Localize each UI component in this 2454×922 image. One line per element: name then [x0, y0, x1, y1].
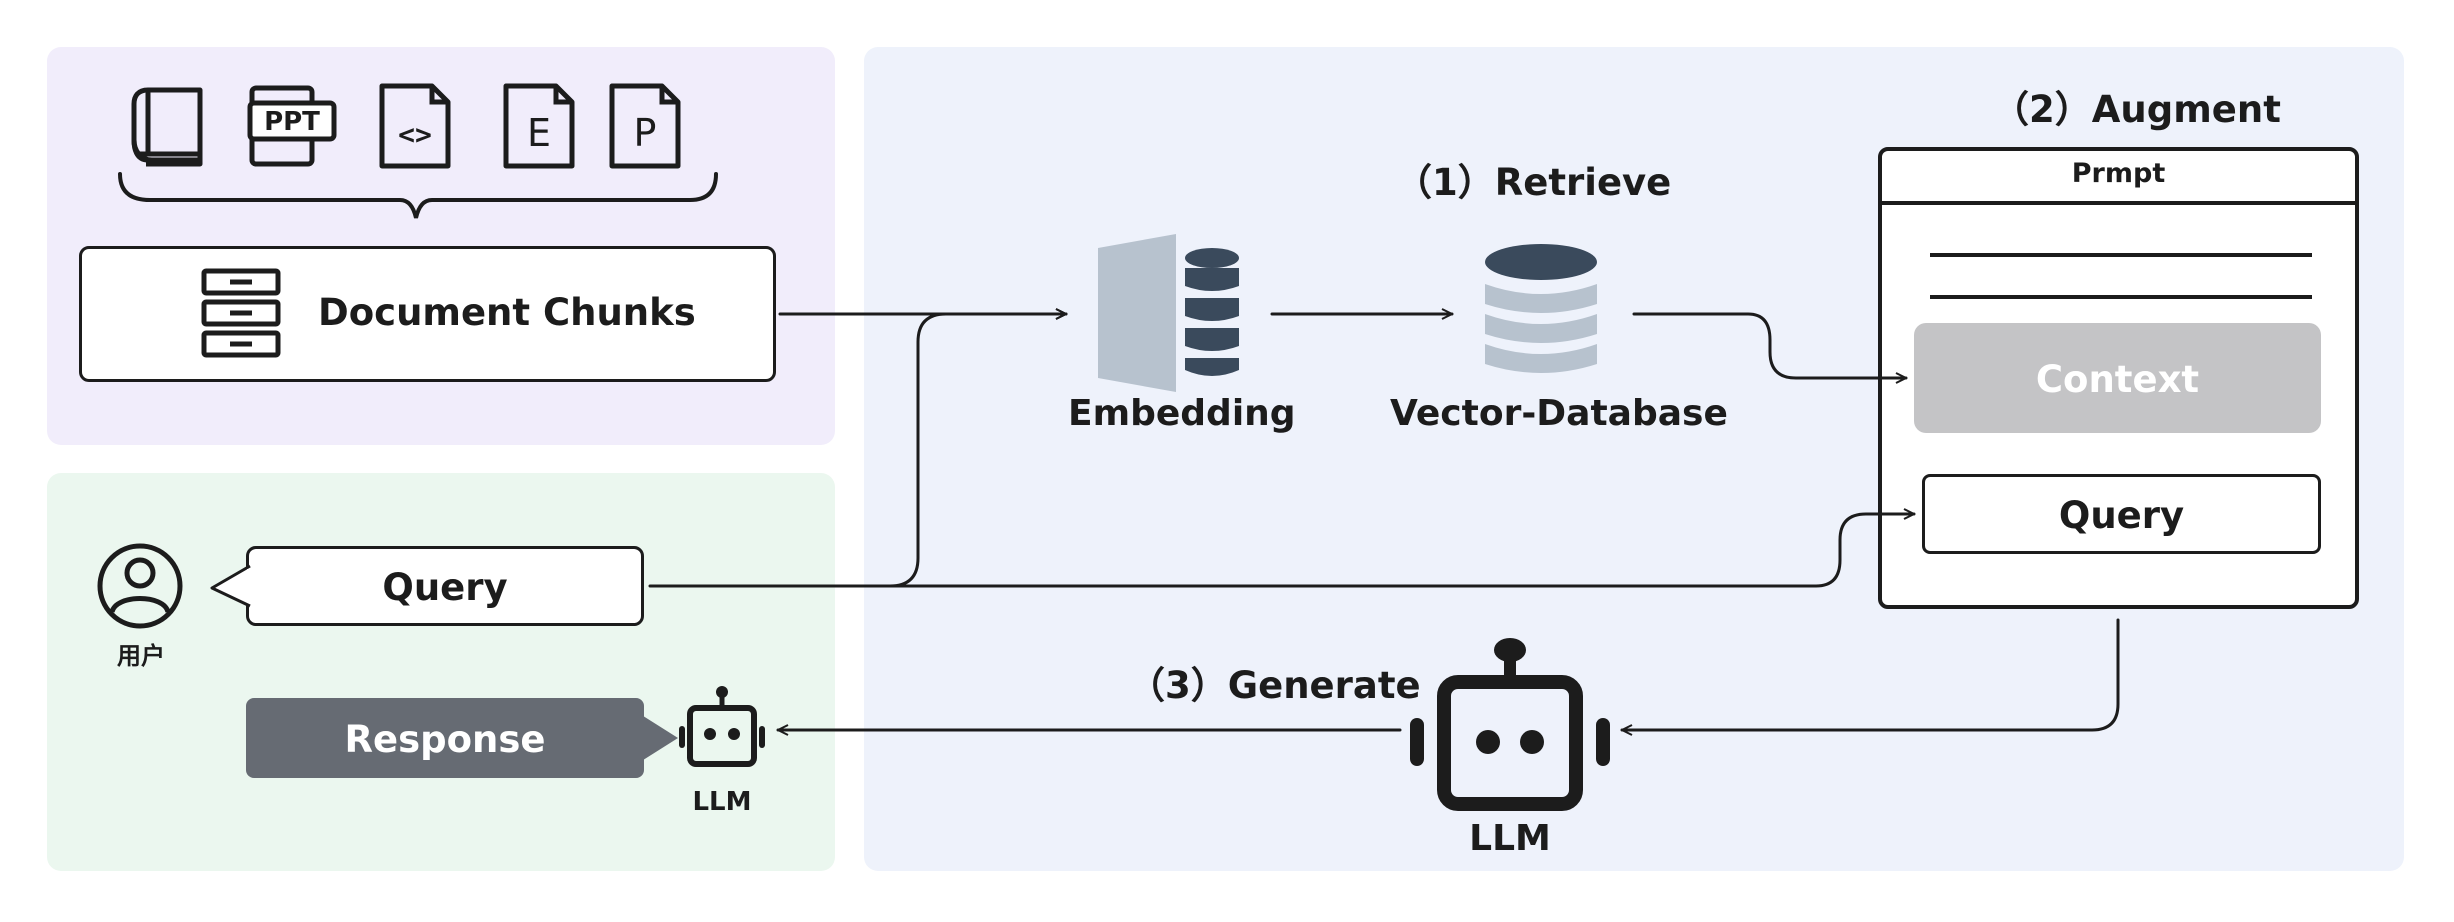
document-chunks-box [79, 246, 776, 382]
response-bubble-tail [640, 714, 678, 762]
svg-text:P: P [634, 111, 657, 155]
book-icon [131, 87, 203, 167]
prompt-query-box [1922, 474, 2321, 554]
svg-text:PPT: PPT [264, 107, 320, 137]
document-chunks-label: Document Chunks [318, 291, 696, 334]
context-box [1914, 323, 2321, 433]
embedding-label: Embedding [1068, 393, 1296, 434]
response-label: Response [344, 718, 546, 761]
small-robot-icon [679, 686, 765, 767]
vector-database-icon [1485, 244, 1597, 373]
response-box [246, 698, 644, 778]
context-label: Context [2035, 358, 2200, 401]
user-icon [97, 543, 183, 629]
augment-step-label: （2）Augment [1992, 88, 2281, 131]
code-file-icon: <> [379, 83, 451, 169]
vector-database-label: Vector-Database [1390, 393, 1728, 434]
user-query-label: Query [382, 566, 508, 609]
retrieve-step-label: （1）Retrieve [1395, 161, 1672, 204]
prompt-query-label: Query [2058, 494, 2185, 537]
large-llm-label: LLM [1469, 818, 1551, 859]
arrow-query-to-prompt [888, 514, 1916, 588]
large-robot-icon [1410, 638, 1610, 811]
arrow-vector-db-to-context [1632, 312, 1908, 378]
arrow-prompt-to-llm [1620, 618, 2120, 730]
user-panel [47, 473, 835, 871]
generate-step-label: （3）Generate [1128, 664, 1421, 707]
e-file-icon: E [503, 83, 575, 169]
svg-text:E: E [527, 111, 551, 155]
cabinet-icon [201, 268, 281, 358]
p-file-icon: P [609, 83, 681, 169]
small-llm-label: LLM [692, 787, 752, 817]
query-bubble-tail [210, 564, 253, 608]
svg-text:<>: <> [398, 118, 432, 151]
embedding-icon [1098, 234, 1239, 392]
documents-brace [118, 172, 718, 219]
prompt-title: Prmpt [2071, 158, 2166, 189]
arrow-query-to-embedding [648, 314, 1068, 588]
user-label: 用户 [117, 642, 165, 670]
ppt-file-icon: PPT [247, 85, 337, 167]
